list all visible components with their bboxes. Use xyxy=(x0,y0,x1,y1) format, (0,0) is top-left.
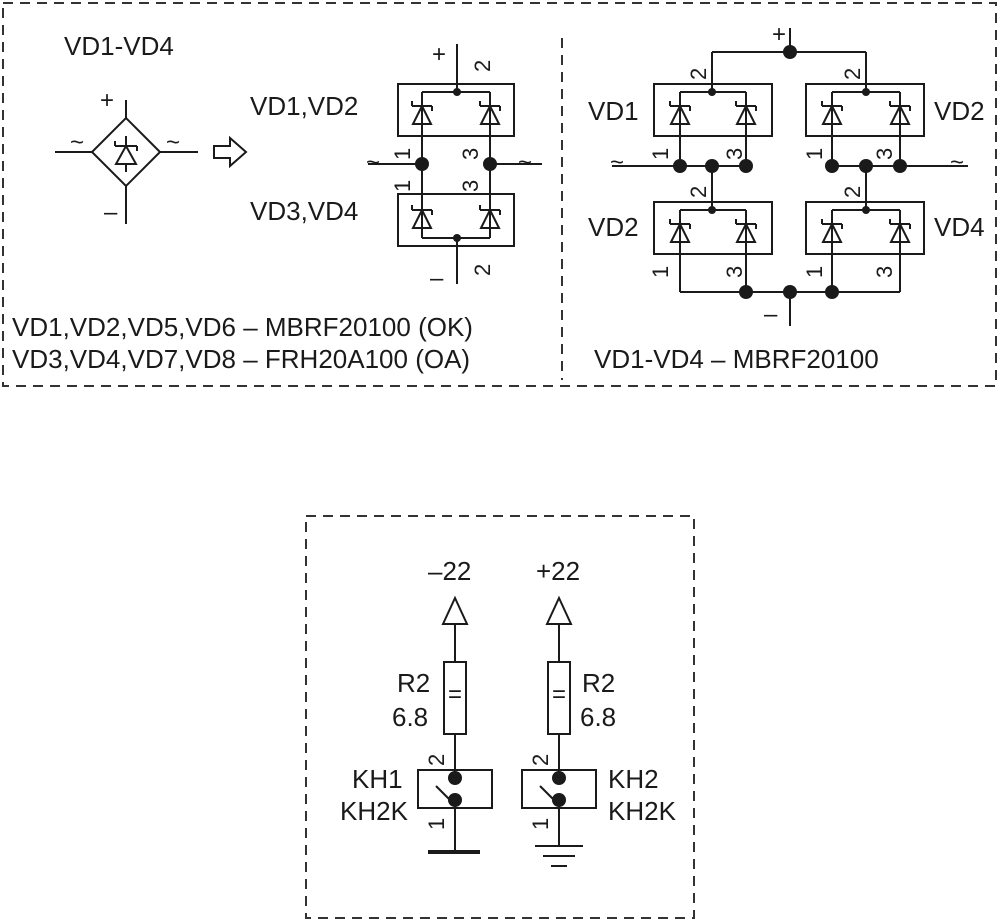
pin-label: 3 xyxy=(872,148,897,160)
package-label-vd2-lower: VD2 xyxy=(588,212,639,242)
switch-name-left: KH1 xyxy=(352,764,403,794)
stack-plus: + xyxy=(432,41,446,68)
switch-type-left: KH2K xyxy=(340,796,409,826)
bridge-symbol: VD1-VD4 + – ~ ~ xyxy=(55,31,198,226)
pin-label: 2 xyxy=(424,754,449,766)
pin-label: 3 xyxy=(458,148,483,160)
pin-label: 2 xyxy=(840,186,865,198)
quad-part-note: VD1-VD4 – MBRF20100 xyxy=(594,344,879,374)
pin-label: 1 xyxy=(648,148,673,160)
switch-type-right: KH2K xyxy=(608,796,677,826)
quad-plus: + xyxy=(772,21,786,48)
power-arrow-icon xyxy=(545,595,573,625)
pin-label: 2 xyxy=(686,186,711,198)
part-note-line-1: VD1,VD2,VD5,VD6 – MBRF20100 (OK) xyxy=(12,312,473,342)
pin-label: 2 xyxy=(840,68,865,80)
package-bottom-right xyxy=(805,201,925,255)
pin-label: 1 xyxy=(390,148,415,160)
package-top-left xyxy=(653,83,773,137)
bridge-minus: – xyxy=(104,199,118,226)
stack-ac-left: ~ xyxy=(366,149,380,176)
pin-label: 1 xyxy=(648,266,673,278)
stacked-package-circuit: VD1,VD2 VD3,VD4 + – ~ ~ 2 1 3 xyxy=(250,41,542,292)
pin-label: 2 xyxy=(470,264,495,276)
package-label-vd2: VD2 xyxy=(934,96,985,126)
switch-lever-icon xyxy=(539,785,557,803)
resistor-name-left: R2 xyxy=(397,668,430,698)
switch-name-right: KH2 xyxy=(608,764,659,794)
pin-label: 3 xyxy=(458,180,483,192)
pin-label: 3 xyxy=(872,266,897,278)
resistor-value-left: 6.8 xyxy=(392,702,428,732)
stack-ac-right: ~ xyxy=(518,149,532,176)
pin-label: 1 xyxy=(424,818,449,830)
four-package-bridge: + – ~ ~ VD1 VD2 VD2 VD4 2 1 3 xyxy=(588,21,985,328)
part-note-line-2: VD3,VD4,VD7,VD8 – FRH20A100 (OA) xyxy=(12,344,470,374)
bottom-frame xyxy=(305,515,695,919)
junction-dot xyxy=(825,285,839,299)
junction-dot xyxy=(673,159,687,173)
package-bottom-left xyxy=(653,201,773,255)
bridge-ac-left: ~ xyxy=(70,129,84,156)
junction-dot xyxy=(783,45,797,59)
pin-label: 1 xyxy=(802,148,827,160)
power-arrow-icon xyxy=(441,595,469,625)
package-label-vd4: VD4 xyxy=(934,212,985,242)
resistor-name-right: R2 xyxy=(582,668,615,698)
quad-ac-right: ~ xyxy=(950,149,964,176)
quad-minus: – xyxy=(764,301,778,328)
pin-label: 1 xyxy=(390,180,415,192)
lower-pair-label: VD3,VD4 xyxy=(250,196,358,226)
upper-pair-label: VD1,VD2 xyxy=(250,91,358,121)
quad-ac-left: ~ xyxy=(610,149,624,176)
left-switch-branch: = R2 6.8 2 1 KH1 KH2K xyxy=(340,595,493,854)
bridge-diode-icon xyxy=(114,143,138,165)
pin-label: 1 xyxy=(528,818,553,830)
switch-lever-icon xyxy=(435,785,453,803)
pin-label: 2 xyxy=(686,68,711,80)
junction-dot xyxy=(739,285,753,299)
package-top-right xyxy=(805,83,925,137)
pin-label: 3 xyxy=(722,266,747,278)
bridge-label: VD1-VD4 xyxy=(64,31,174,61)
bridge-diamond xyxy=(90,116,162,188)
right-switch-branch: = R2 6.8 2 1 KH2 KH2K xyxy=(521,595,677,867)
stack-minus: – xyxy=(430,265,444,292)
pin-label: 2 xyxy=(470,60,495,72)
resistor-mark: = xyxy=(448,681,462,708)
top-frame xyxy=(2,2,997,387)
junction-dot xyxy=(893,159,907,173)
positive-supply-label: +22 xyxy=(536,556,580,586)
bridge-ac-right: ~ xyxy=(166,129,180,156)
resistor-mark: = xyxy=(552,681,566,708)
negative-supply-label: –22 xyxy=(428,556,471,586)
resistor-value-right: 6.8 xyxy=(580,702,616,732)
junction-dot xyxy=(739,159,753,173)
ground-icon xyxy=(535,845,583,867)
pin-label: 1 xyxy=(802,266,827,278)
junction-dot xyxy=(825,159,839,173)
package-label-vd1: VD1 xyxy=(588,96,639,126)
pin-label: 3 xyxy=(722,148,747,160)
bridge-plus: + xyxy=(100,87,114,114)
right-arrow-icon xyxy=(213,135,248,169)
pin-label: 2 xyxy=(528,754,553,766)
